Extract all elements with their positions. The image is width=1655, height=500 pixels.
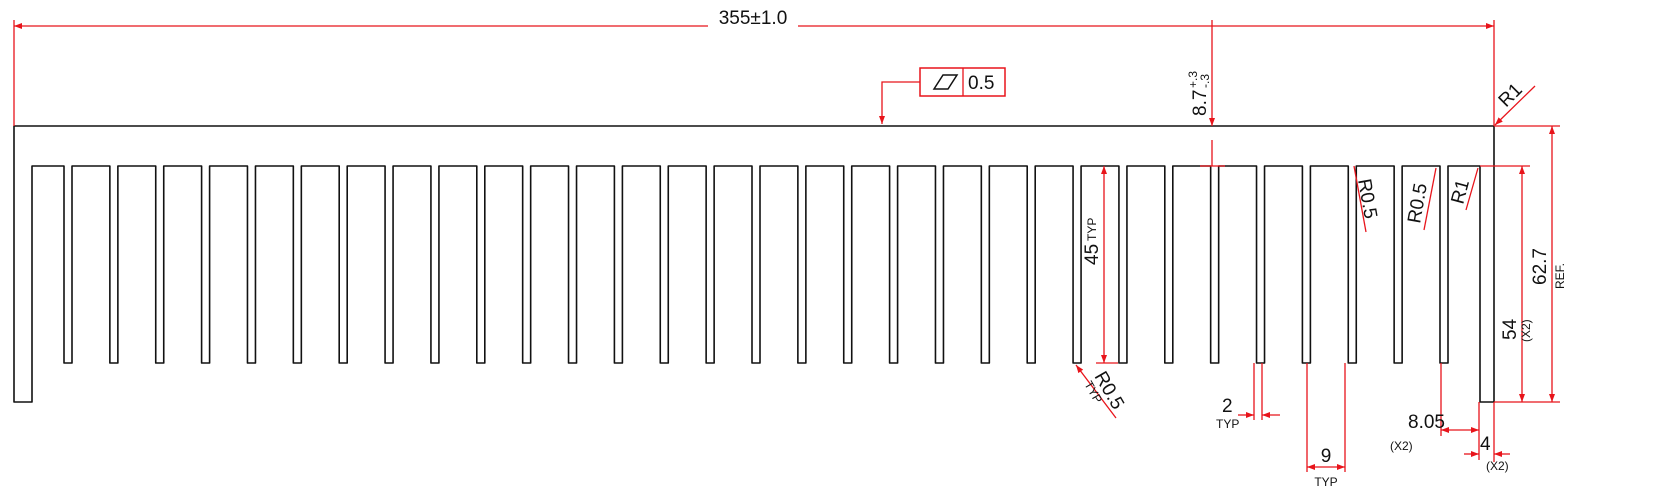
fin-pitch-label: 9 [1321, 446, 1332, 467]
end-wall-height-note: (X2) [1519, 319, 1533, 342]
end-slot-label: 8.05 [1408, 412, 1445, 433]
base-thickness-dimension: 8.7 +.3 -.3 [1186, 20, 1225, 167]
base-tolerance-minus: -.3 [1198, 74, 1212, 88]
fin-pitch-dimension: 9 TYP [1306, 363, 1346, 489]
fin-height-label: 45 [1082, 244, 1103, 265]
fin-thickness-dimension: 2 TYP [1216, 363, 1280, 431]
heatsink-profile-outline [13, 125, 1495, 403]
fin-tip-radius-callout: R0.5 TYP [1075, 364, 1128, 419]
total-height-label: 62.7 [1530, 248, 1551, 285]
end-wall-height-label: 54 [1500, 318, 1521, 340]
end-wall-dimension: 4 (X2) [1464, 402, 1510, 473]
end-slot-dimension: 8.05 (X2) [1390, 363, 1480, 460]
fin-pitch-note: TYP [1314, 475, 1337, 489]
overall-width-label: 355±1.0 [719, 8, 788, 29]
base-thickness-label: 8.7 [1190, 90, 1211, 116]
corner-radius-label: R1 [1495, 80, 1527, 112]
end-slot-note: (X2) [1390, 439, 1413, 453]
total-height-note: REF. [1553, 263, 1567, 289]
flatness-parallelogram-icon [932, 74, 959, 90]
slot-radius-label-3: R1 [1448, 177, 1475, 206]
end-wall-label: 4 [1480, 434, 1491, 455]
end-wall-note: (X2) [1486, 459, 1509, 473]
corner-radius-callout: R1 [1494, 80, 1536, 126]
flatness-callout: 0.5 [879, 67, 1006, 124]
fin-thickness-label: 2 [1222, 396, 1233, 417]
fin-height-note: TYP [1085, 218, 1099, 241]
base-tolerance-plus: +.3 [1186, 71, 1200, 88]
total-height-dimension: 62.7 REF. [1494, 125, 1567, 402]
flatness-tolerance-label: 0.5 [968, 73, 994, 94]
overall-width-dimension: 355±1.0 [13, 8, 1495, 126]
fin-height-dimension: 45 TYP [1082, 166, 1118, 364]
end-wall-height-dimension: 54 (X2) [1480, 165, 1560, 403]
slot-radius-callouts: R0.5 R0.5 R1 [1353, 165, 1479, 233]
slot-radius-label-2: R0.5 [1404, 182, 1432, 225]
fin-thickness-note: TYP [1216, 417, 1239, 431]
slot-radius-label-1: R0.5 [1353, 177, 1381, 220]
